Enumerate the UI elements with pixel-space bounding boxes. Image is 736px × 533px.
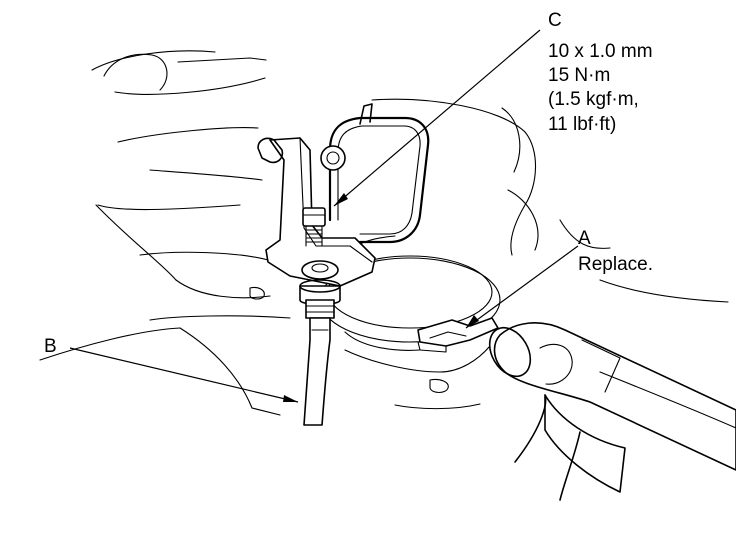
hose-fitting bbox=[299, 260, 341, 319]
leader-c bbox=[333, 29, 541, 207]
callout-b: B bbox=[44, 336, 57, 357]
flare-nut bbox=[302, 207, 326, 247]
callout-c-line-2: 15 N·m bbox=[548, 65, 610, 86]
leader-b-arrow bbox=[283, 395, 298, 402]
leader-a bbox=[465, 245, 579, 329]
callout-b-letter: B bbox=[44, 336, 57, 357]
callout-c-line-3: (1.5 kgf·m, bbox=[548, 89, 639, 110]
callout-a-note: Replace. bbox=[578, 254, 653, 275]
retaining-clip bbox=[417, 317, 499, 353]
leader-b bbox=[69, 347, 299, 403]
callout-c-line-1: 10 x 1.0 mm bbox=[548, 41, 653, 62]
brake-hose bbox=[303, 317, 331, 426]
callout-a-letter: A bbox=[578, 228, 591, 249]
brake-pipe bbox=[328, 103, 430, 244]
callout-c: C 10 x 1.0 mm 15 N·m (1.5 kgf·m, 11 lbf·… bbox=[548, 10, 653, 135]
mounting-bracket bbox=[257, 137, 376, 287]
leader-lines bbox=[69, 29, 579, 403]
strut-tube bbox=[488, 322, 736, 501]
callout-c-line-4: 11 lbf·ft) bbox=[548, 114, 616, 135]
chassis-outline bbox=[39, 50, 729, 416]
leader-c-arrow bbox=[334, 193, 348, 206]
leader-a-arrow bbox=[466, 315, 479, 328]
callout-a: A Replace. bbox=[578, 228, 653, 275]
callout-c-letter: C bbox=[548, 10, 562, 31]
